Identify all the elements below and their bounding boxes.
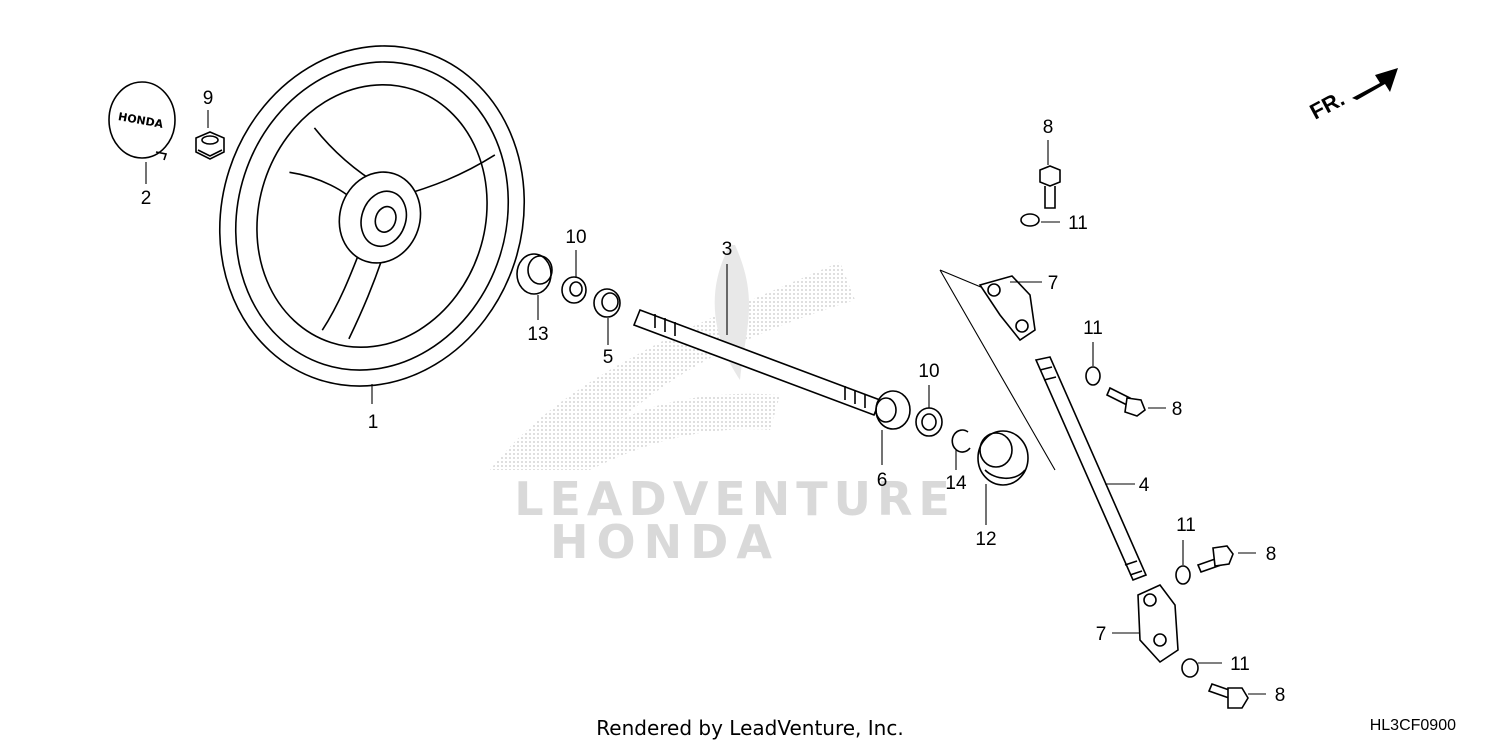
part-8-bolt-right-mid bbox=[1196, 545, 1234, 574]
watermark: LEADVENTURE HONDA bbox=[490, 245, 956, 569]
part-3-upper-shaft bbox=[632, 308, 882, 417]
callout-8-right-upper: 8 bbox=[1172, 399, 1183, 420]
leader-lines bbox=[145, 110, 1266, 695]
callout-8-right-mid: 8 bbox=[1266, 544, 1277, 565]
callout-6: 6 bbox=[877, 470, 888, 491]
part-9-nut bbox=[195, 131, 225, 160]
callout-4: 4 bbox=[1139, 475, 1150, 496]
callout-8-bottom: 8 bbox=[1275, 685, 1286, 706]
part-13-bushing bbox=[516, 253, 553, 295]
part-8-bolt-top bbox=[1039, 165, 1061, 209]
callout-8-top: 8 bbox=[1043, 117, 1054, 138]
callout-5: 5 bbox=[603, 347, 614, 368]
part-8-bolt-right-upper bbox=[1105, 386, 1146, 417]
callout-11-top: 11 bbox=[1068, 213, 1088, 234]
part-6-bushing bbox=[875, 390, 911, 430]
arrow-icon bbox=[1352, 68, 1398, 100]
part-14-circlip bbox=[951, 429, 971, 453]
callout-7-lower: 7 bbox=[1096, 624, 1107, 645]
part-1-steering-wheel bbox=[218, 45, 526, 387]
part-12-boot bbox=[977, 430, 1029, 486]
callout-labels: 1 2 9 3 13 10 5 6 10 14 12 8 11 7 11 8 4… bbox=[141, 88, 1286, 706]
part-11-washer-right-upper bbox=[1085, 366, 1101, 386]
callout-11-right-upper: 11 bbox=[1083, 318, 1103, 339]
part-11-washer-top bbox=[1020, 213, 1040, 227]
part-10-washer-upper bbox=[561, 276, 587, 304]
part-7-joint-upper bbox=[978, 275, 1036, 342]
part-8-bolt-bottom bbox=[1207, 682, 1249, 709]
watermark-line2: HONDA bbox=[550, 515, 780, 569]
part-10-washer-lower bbox=[915, 407, 943, 437]
direction-label: FR. bbox=[1306, 86, 1349, 125]
callout-14: 14 bbox=[945, 473, 967, 494]
part-11-washer-right-mid bbox=[1175, 565, 1191, 585]
rendered-by-text: Rendered by LeadVenture, Inc. bbox=[596, 716, 904, 740]
callout-11-right-mid: 11 bbox=[1176, 515, 1196, 536]
part-2-horn-cap: HONDA bbox=[108, 81, 176, 161]
watermark-wing-shape bbox=[490, 262, 855, 470]
diagram-code: HL3CF0900 bbox=[1369, 717, 1456, 734]
watermark-line1: LEADVENTURE bbox=[514, 472, 956, 526]
callout-12: 12 bbox=[975, 529, 996, 550]
callout-10-upper: 10 bbox=[565, 227, 586, 248]
callout-9: 9 bbox=[203, 88, 214, 109]
part-7-joint-lower bbox=[1137, 584, 1179, 664]
callout-3: 3 bbox=[722, 239, 733, 260]
part-11-washer-bottom bbox=[1181, 658, 1199, 678]
callout-1: 1 bbox=[368, 412, 379, 433]
callout-10-lower: 10 bbox=[918, 361, 939, 382]
callout-2: 2 bbox=[141, 188, 152, 209]
part-4-lower-shaft bbox=[1034, 356, 1148, 582]
front-direction-indicator: FR. bbox=[1306, 68, 1398, 124]
part-5-collar bbox=[593, 288, 621, 318]
callout-13: 13 bbox=[527, 324, 548, 345]
callout-11-bottom: 11 bbox=[1230, 654, 1250, 675]
callout-7-upper: 7 bbox=[1048, 273, 1059, 294]
